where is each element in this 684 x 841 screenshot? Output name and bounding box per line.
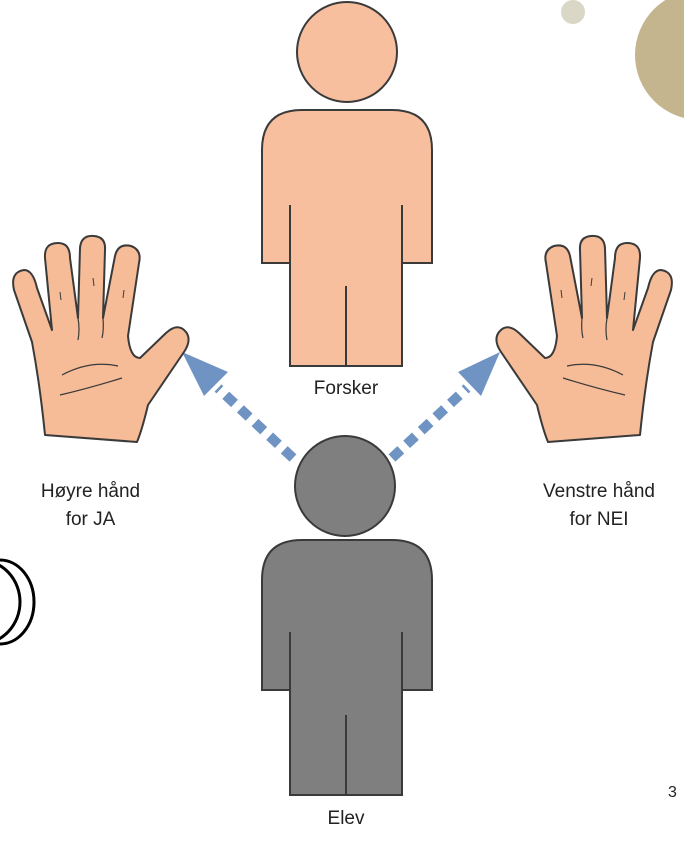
left-hand-label: Høyre hånd for JA xyxy=(8,478,173,534)
left-hand-label-line2: for JA xyxy=(8,506,173,534)
right-hand-label-line1: Venstre hånd xyxy=(514,478,684,506)
decor-circle-edge xyxy=(0,560,34,644)
student-label: Elev xyxy=(306,808,386,830)
decor-dot-small xyxy=(561,0,585,24)
arrow-to-left-hand xyxy=(182,352,293,458)
right-hand-label-line2: for NEI xyxy=(514,506,684,534)
arrow-to-right-hand xyxy=(392,352,500,458)
left-hand-label-line1: Høyre hånd xyxy=(8,478,173,506)
left-hand-icon xyxy=(13,236,188,442)
researcher-head xyxy=(297,2,397,102)
decor-dot-large xyxy=(635,0,684,120)
researcher-figure xyxy=(262,2,432,366)
right-hand-icon xyxy=(496,236,671,442)
student-figure xyxy=(262,436,432,795)
right-hand-label: Venstre hånd for NEI xyxy=(514,478,684,534)
researcher-label: Forsker xyxy=(296,378,396,400)
student-head xyxy=(295,436,395,536)
page-number: 3 xyxy=(668,784,684,802)
